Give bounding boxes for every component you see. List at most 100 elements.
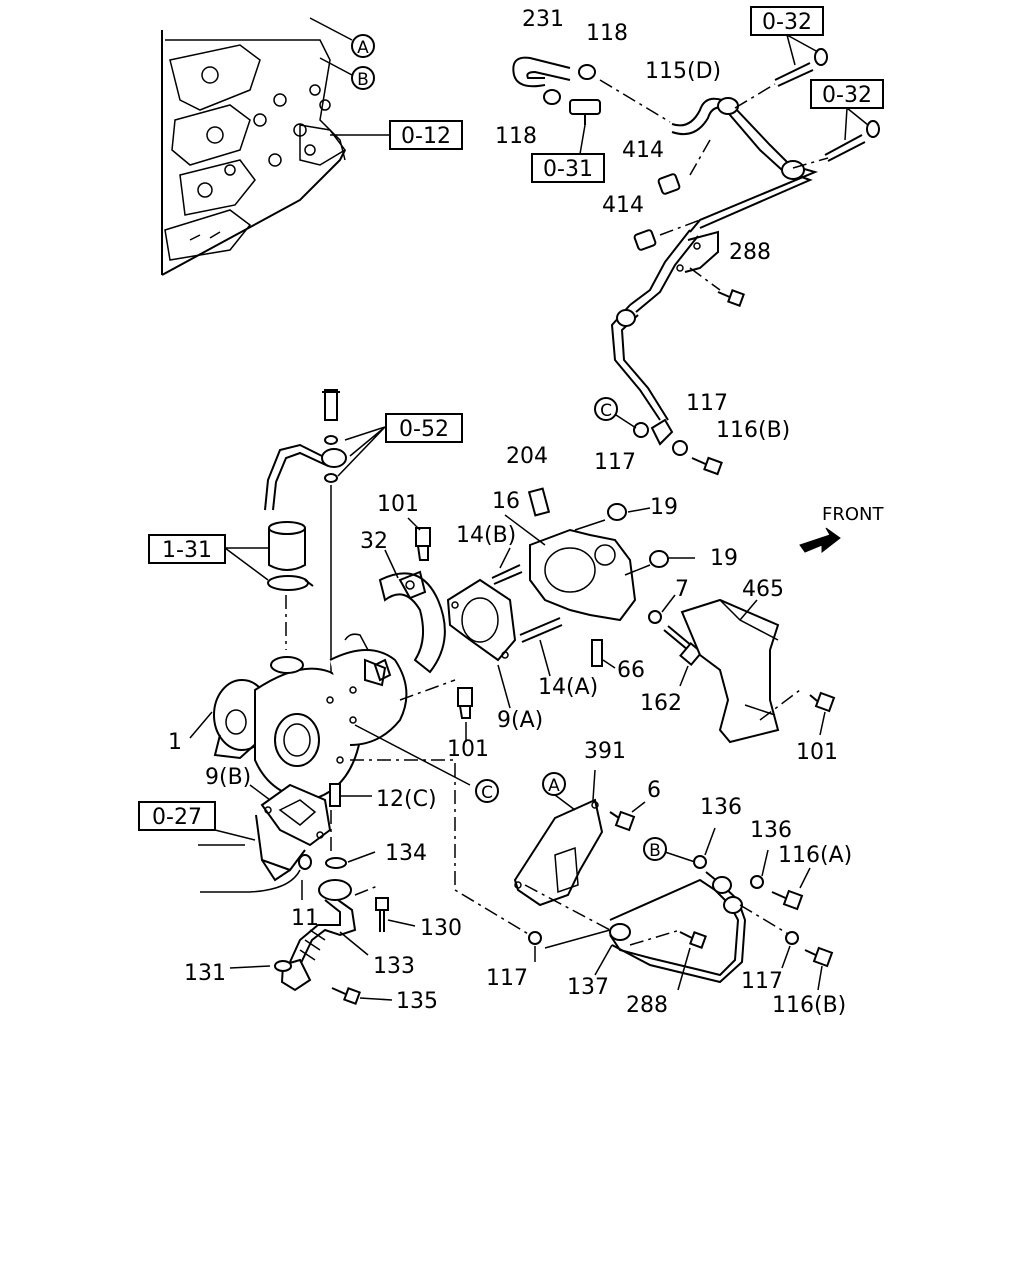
callout-16: 16 (492, 489, 520, 514)
callout-1: 1 (168, 730, 182, 755)
svg-text:B: B (649, 841, 661, 861)
flange-027 (255, 814, 306, 882)
leader-b-engine (319, 57, 353, 76)
bolt-288-lower (679, 931, 707, 949)
dash-oil-return (350, 759, 531, 936)
washer-117-left (633, 422, 649, 438)
bolt-135 (331, 987, 361, 1005)
bolt-116b-upper (691, 456, 723, 476)
ref-label-031: 0-31 (543, 157, 593, 182)
leader-135 (359, 997, 393, 1001)
bolt-130 (375, 897, 389, 932)
callout-137: 137 (567, 975, 609, 1000)
clamp-118-bottom (543, 89, 561, 105)
engine-block-illustration (161, 30, 347, 276)
dash-turbo-to-gasket (399, 679, 456, 701)
leader-16 (504, 514, 546, 546)
leader-14a (539, 639, 551, 677)
callout-116b-upper: 116(B) (716, 418, 790, 443)
heat-shield-32 (373, 570, 446, 682)
washer-7 (648, 610, 662, 624)
ref-box-032-lower[interactable]: 0-32 (810, 79, 884, 109)
callout-162: 162 (640, 691, 682, 716)
circle-marker-a-lower: A (542, 772, 566, 796)
leader-133 (339, 931, 369, 956)
ref-label-012: 0-12 (401, 124, 451, 149)
nut-19-lower (649, 550, 669, 568)
callout-391: 391 (584, 739, 626, 764)
exhaust-adapter-16 (527, 487, 637, 622)
hose-clamp-131 (267, 575, 314, 591)
callout-101-upper: 101 (377, 492, 419, 517)
ref-box-131[interactable]: 1-31 (148, 534, 226, 564)
svg-text:B: B (357, 70, 369, 90)
leader-116b-lower (817, 965, 823, 991)
eye-bolt-052 (321, 389, 347, 483)
leader-101-right (819, 711, 826, 736)
leader-14b (499, 547, 511, 569)
leader-1 (189, 711, 213, 739)
callout-117-left: 117 (594, 450, 636, 475)
washer-117-right (672, 440, 688, 456)
bolt-101-upper (415, 527, 431, 561)
dash-414-b (659, 219, 701, 236)
svg-text:C: C (600, 401, 612, 421)
callout-118-bottom: 118 (495, 124, 537, 149)
ref-box-032-upper[interactable]: 0-32 (750, 6, 824, 36)
callout-14b: 14(B) (456, 523, 516, 548)
leader-32 (384, 549, 399, 579)
callout-288-lower: 288 (626, 993, 668, 1018)
dash-027-line (200, 869, 301, 893)
circle-marker-a-top: A (351, 34, 375, 58)
callout-288-top: 288 (729, 240, 771, 265)
callout-14a: 14(A) (538, 675, 598, 700)
leader-027 (198, 829, 256, 846)
callout-19-lower: 19 (710, 546, 738, 571)
svg-text:C: C (481, 783, 493, 803)
callout-414-upper: 414 (622, 138, 664, 163)
leader-6 (631, 801, 646, 813)
ref-label-131: 1-31 (162, 538, 212, 563)
nut-19-upper (607, 503, 627, 521)
circle-marker-b-lower: B (643, 837, 667, 861)
ref-box-027[interactable]: 0-27 (138, 801, 216, 831)
front-label: FRONT (822, 504, 884, 525)
callout-115d: 115(D) (645, 59, 721, 84)
callout-135: 135 (396, 989, 438, 1014)
callout-7: 7 (675, 577, 689, 602)
dash-032-b (792, 157, 829, 169)
leader-66 (602, 659, 616, 669)
leader-136-right (761, 849, 769, 877)
leader-9b (249, 784, 271, 801)
callout-66: 66 (617, 658, 645, 683)
leader-116a (799, 867, 811, 889)
ref-box-031[interactable]: 0-31 (531, 153, 605, 183)
dash-391-137 (524, 884, 611, 931)
ref-box-052[interactable]: 0-52 (385, 413, 463, 443)
leader-a-engine (309, 17, 353, 41)
stud-14a (519, 617, 563, 643)
dash-19-lower (624, 564, 651, 576)
washer-136-left (693, 855, 707, 869)
callout-116a: 116(A) (778, 843, 852, 868)
pipe-137 (609, 871, 747, 984)
circle-marker-b-top: B (351, 66, 375, 90)
callout-130: 130 (420, 916, 462, 941)
leader-137 (594, 944, 613, 976)
ref-label-027: 0-27 (152, 805, 202, 830)
leader-c-lower (354, 724, 471, 786)
dash-288-lower (629, 929, 681, 946)
leader-032-upper (786, 34, 819, 66)
svg-text:A: A (548, 776, 560, 796)
ref-box-012[interactable]: 0-12 (389, 120, 463, 150)
callout-117-right: 117 (686, 391, 728, 416)
callout-116b-lower: 116(B) (772, 993, 846, 1018)
leader-465 (739, 599, 758, 621)
clamp-118-top (578, 64, 596, 80)
callout-9b: 9(B) (205, 765, 251, 790)
callout-465: 465 (742, 577, 784, 602)
stud-032-lower (824, 120, 880, 162)
washer-136-right (750, 875, 764, 889)
leader-134 (347, 851, 376, 863)
